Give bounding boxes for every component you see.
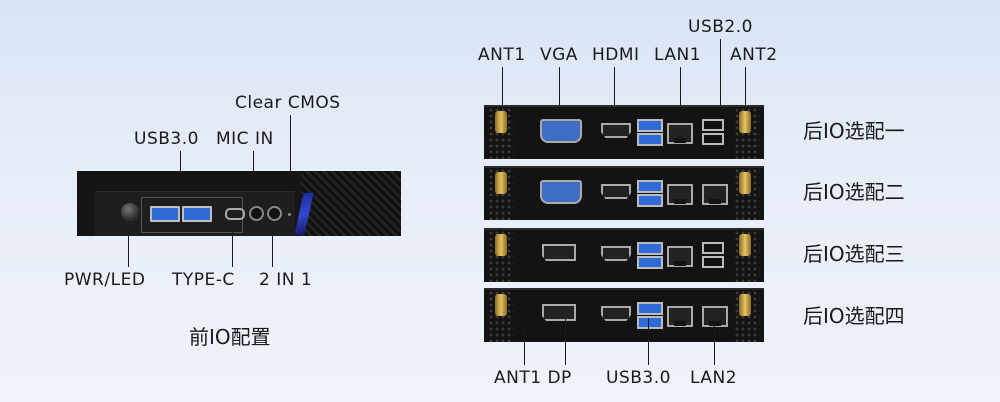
rear-option-2-caption: 后IO选配二 [803, 180, 905, 204]
antenna-connector [739, 111, 751, 133]
combo-audio-jack [267, 206, 282, 221]
lan1-label: LAN1 [654, 45, 702, 65]
antenna-connector [495, 294, 507, 316]
usb2-port [702, 242, 724, 254]
hdmi-port [601, 306, 631, 321]
ant1-label: ANT1 [478, 45, 526, 65]
clear-cmos-hole [288, 213, 291, 216]
vga-port [540, 180, 582, 204]
ant2-label: ANT2 [730, 45, 778, 65]
lan-port [702, 184, 728, 205]
lan-port [667, 306, 693, 327]
hdmi-port [601, 123, 631, 138]
usb3-port [637, 302, 663, 315]
usb3-port [637, 256, 663, 269]
pwr-led-label: PWR/LED [64, 270, 146, 290]
rear-option-4-caption: 后IO选配四 [803, 304, 905, 328]
type-c-label: TYPE-C [172, 270, 235, 290]
mic-in-label: MIC IN [216, 129, 274, 149]
usb2-port [702, 133, 724, 145]
antenna-connector [495, 234, 507, 256]
lan2-label: LAN2 [690, 368, 738, 388]
lan-port [667, 246, 693, 267]
usb3-port [637, 133, 663, 146]
vga-label: VGA [540, 45, 578, 65]
rear-panel-option-4 [484, 288, 764, 342]
lan-port [667, 123, 693, 144]
hdmi-label: HDMI [592, 45, 640, 65]
type-c-port [225, 208, 245, 220]
antenna-connector [739, 234, 751, 256]
rear-option-1-caption: 后IO选配一 [803, 119, 905, 143]
ant1-dp-label: ANT1 DP [494, 368, 572, 388]
hdmi-port [601, 184, 631, 199]
displayport-port [542, 304, 576, 321]
rear-panel-option-3 [484, 228, 764, 282]
front-io-title: 前IO配置 [189, 325, 271, 349]
usb2-port [702, 119, 724, 131]
rear-panel-option-1 [484, 105, 764, 159]
mic-in-jack [249, 206, 264, 221]
usb3-label: USB3.0 [134, 129, 199, 149]
power-button [121, 203, 139, 221]
two-in-one-label: 2 IN 1 [259, 270, 313, 290]
usb3-port [637, 180, 663, 193]
rear-panel-option-2 [484, 166, 764, 220]
antenna-connector [739, 294, 751, 316]
hdmi-port [601, 246, 631, 261]
clear-cmos-label: Clear CMOS [235, 93, 341, 113]
usb3-port [637, 119, 663, 132]
antenna-connector [739, 172, 751, 194]
usb2-label: USB2.0 [688, 17, 753, 37]
usb2-port [702, 256, 724, 268]
antenna-connector [495, 172, 507, 194]
usb3-bottom-label: USB3.0 [606, 368, 671, 388]
usb3-port [637, 194, 663, 207]
front-panel [77, 171, 401, 236]
vga-port [540, 119, 582, 143]
lan-port [702, 306, 728, 327]
usb3-port [637, 316, 663, 329]
front-usb3-group [141, 197, 243, 233]
rear-option-3-caption: 后IO选配三 [803, 242, 905, 266]
displayport-port [542, 244, 576, 261]
lan-port [667, 184, 693, 205]
front-vent-mesh [301, 171, 401, 236]
usb3-port [150, 206, 180, 222]
antenna-connector [495, 111, 507, 133]
usb3-port [637, 242, 663, 255]
usb3-port [182, 206, 212, 222]
